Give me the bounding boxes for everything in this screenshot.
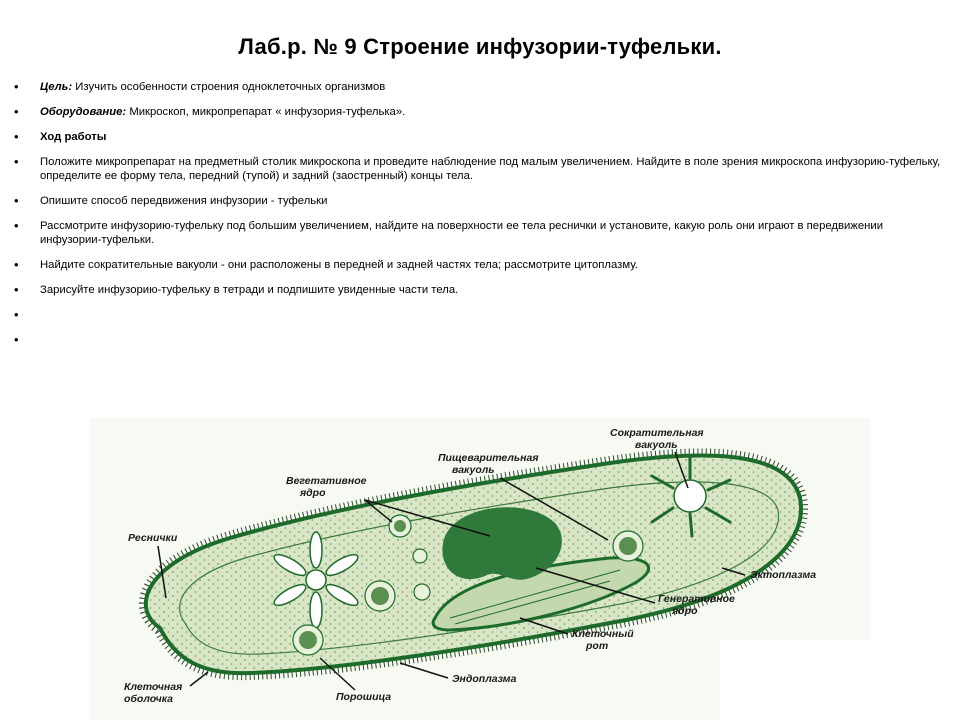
goal-label: Цель: (40, 81, 73, 93)
pointer-lines (157, 451, 746, 691)
label-digestive-1: Пищеварительная (438, 452, 539, 464)
label-contractile-1: Сократительная (610, 427, 704, 439)
endoplasm-boundary (179, 481, 780, 655)
list-item-step-2: Опишите способ передвижения инфузории - … (14, 194, 944, 208)
generative-nucleus (506, 557, 534, 573)
list-item-step-1: Положите микропрепарат на предметный сто… (14, 155, 944, 183)
oral-lines (449, 569, 621, 625)
list-item-procedure: Ход работы (14, 130, 944, 144)
equipment-text: Микроскоп, микропрепарат « инфузория-туф… (126, 106, 406, 118)
goal-text: Изучить особенности строения одноклеточн… (72, 81, 386, 93)
list-item-empty-2 (14, 333, 944, 347)
label-vegetative-2: ядро (299, 487, 326, 499)
label-digestive-2: вакуоль (452, 464, 495, 476)
contractile-vacuole-rear (273, 531, 359, 629)
equipment-label: Оборудование: (40, 106, 127, 118)
procedure-heading: Ход работы (40, 131, 107, 143)
contractile-vacuole-front (650, 454, 732, 538)
list-item-equipment: Оборудование: Микроскоп, микропрепарат «… (14, 105, 944, 119)
list-item-step-4: Найдите сократительные вакуоли - они рас… (14, 258, 944, 272)
label-mouth-2: рот (585, 640, 608, 652)
paramecium-diagram: Сократительная вакуоль Пищеварительная в… (90, 418, 870, 720)
label-pore: Порошица (336, 691, 391, 703)
label-contractile-2: вакуоль (635, 439, 678, 451)
image-cover (720, 640, 870, 720)
list-item-goal: Цель: Изучить особенности строения однок… (14, 80, 944, 94)
diagram-labels: Сократительная вакуоль Пищеварительная в… (124, 427, 816, 705)
label-generative-1: Генеративное (658, 593, 735, 605)
label-generative-2: ядро (671, 605, 698, 617)
list-item-step-3: Рассмотрите инфузорию-туфельку под больш… (14, 219, 944, 247)
label-mouth-1: Клеточный (572, 628, 634, 640)
label-ectoplasm: Эктоплазма (750, 569, 816, 581)
paramecium-svg: Сократительная вакуоль Пищеварительная в… (90, 418, 870, 720)
page-title: Лаб.р. № 9 Строение инфузории-туфельки. (238, 34, 722, 59)
digestive-vacuoles (292, 514, 644, 656)
label-membrane-1: Клеточная (124, 681, 182, 693)
list-item-empty-1 (14, 308, 944, 322)
oral-groove (431, 556, 651, 632)
label-endoplasm: Эндоплазма (452, 673, 517, 685)
label-vegetative-1: Вегетативное (286, 475, 367, 487)
list-item-step-5: Зарисуйте инфузорию-туфельку в тетради и… (14, 283, 944, 297)
task-list: Цель: Изучить особенности строения однок… (14, 80, 944, 347)
label-membrane-2: оболочка (124, 693, 173, 705)
label-cilia: Реснички (128, 532, 178, 544)
